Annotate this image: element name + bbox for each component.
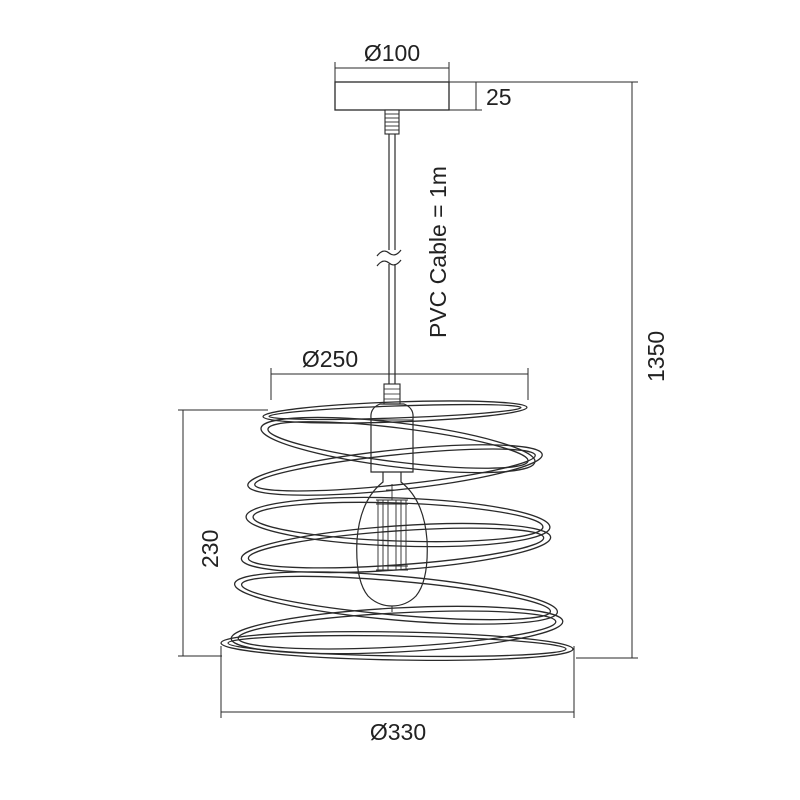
total-height-label: 1350 <box>643 331 669 382</box>
lamp-holder <box>370 383 414 473</box>
top-diameter-label: Ø250 <box>302 346 358 372</box>
bottom-diameter-label: Ø330 <box>370 719 426 745</box>
shade-hoop-3 <box>247 444 543 496</box>
top-diameter-dimension: Ø250 <box>270 346 529 400</box>
shade-hoop-6 <box>233 571 559 625</box>
shade-hoop-4 <box>245 496 551 548</box>
shade-hoop-5 <box>240 522 552 574</box>
shade-hoop-8 <box>220 631 574 661</box>
ceiling-canopy <box>334 81 450 135</box>
spiral-shade <box>220 400 574 661</box>
cable-break-symbol <box>376 249 402 257</box>
total-height-dimension: 1350 <box>482 81 669 659</box>
canopy-diameter-label: Ø100 <box>364 40 420 66</box>
canopy-diameter-dimension: Ø100 <box>334 40 450 82</box>
shade-height-dimension: 230 <box>178 409 268 657</box>
canopy-height-dimension: 25 <box>449 81 512 111</box>
bottom-diameter-dimension: Ø330 <box>220 646 575 745</box>
suspension-cable <box>376 134 402 384</box>
canopy-height-label: 25 <box>486 84 512 110</box>
cable-length-label: PVC Cable = 1m <box>425 166 451 338</box>
shade-height-label: 230 <box>197 530 223 568</box>
